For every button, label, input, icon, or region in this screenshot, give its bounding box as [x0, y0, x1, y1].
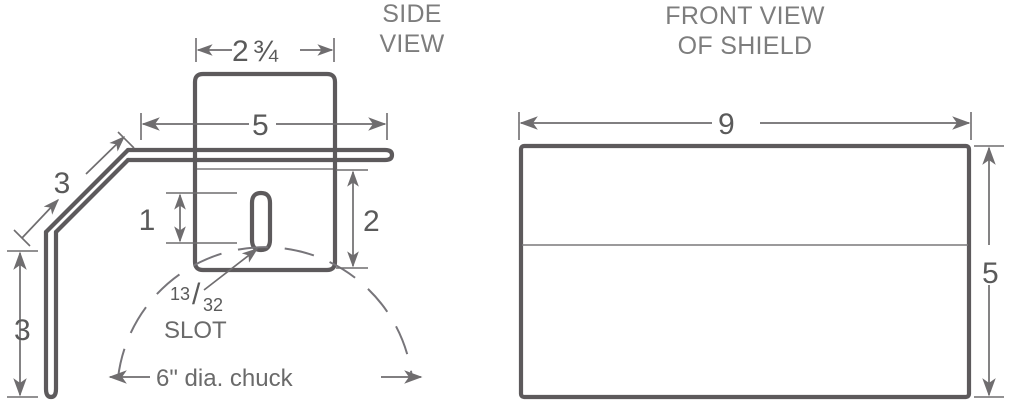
chuck-note-label: 6" dia. chuck [156, 365, 294, 392]
dimension-label-3-diagonal: 3 [54, 167, 71, 200]
dimension-label-2-3-4-whole: 2 [232, 35, 249, 68]
note-slot: 13 / 32 SLOT [164, 278, 227, 344]
side-view-diagonal-arm-inner [53, 157, 131, 235]
dimension-2-body-height: 2 [336, 169, 380, 269]
side-view-part [43, 71, 395, 400]
front-view-title-line1: FRONT VIEW [665, 2, 825, 30]
side-view-body-outline [192, 71, 338, 273]
front-view-title-line2: OF SHIELD [678, 32, 813, 60]
dimension-label-5-flange: 5 [252, 109, 269, 142]
dimension-label-1-slot-height: 1 [139, 204, 156, 237]
slot-fraction-numerator: 13 [170, 284, 190, 304]
side-view-title: SIDE VIEW [379, 0, 444, 58]
dimension-label-2-body-height: 2 [363, 205, 380, 238]
dimension-3-diagonal: 3 [13, 131, 135, 247]
note-chuck: 6" dia. chuck [108, 365, 423, 392]
side-view-vertical-leg [43, 229, 59, 400]
dimension-9-shield-width: 9 [518, 108, 972, 141]
dimension-5-flange: 5 [140, 109, 388, 142]
dimension-label-2-3-4-fraction: ¾ [253, 35, 279, 68]
front-view-shield-outline [518, 143, 972, 400]
chuck-circle-arc [117, 246, 413, 379]
dimension-5-shield-height: 5 [974, 145, 1004, 398]
slot-note-leader [203, 248, 259, 291]
dimension-3-vertical: 3 [7, 250, 38, 398]
side-view-title-line1: SIDE [382, 0, 442, 28]
dimension-label-5-shield-height: 5 [982, 257, 999, 290]
dimension-label-9-shield-width: 9 [718, 108, 735, 141]
slot-fraction-denominator: 32 [203, 295, 223, 315]
front-view-title: FRONT VIEW OF SHIELD [665, 2, 825, 60]
slot-fraction-slash: / [192, 278, 201, 311]
slot-note-label: SLOT [164, 317, 227, 344]
side-view-title-line2: VIEW [379, 30, 444, 58]
slot-shape [249, 190, 273, 253]
dimension-label-3-vertical: 3 [14, 314, 31, 347]
side-view-diagonal-arm [43, 147, 131, 235]
dimension-2-3-4: 2 ¾ [195, 35, 335, 68]
dimension-1-slot-height: 1 [139, 192, 237, 244]
front-view-part [518, 143, 972, 400]
side-view-flange [125, 147, 395, 163]
